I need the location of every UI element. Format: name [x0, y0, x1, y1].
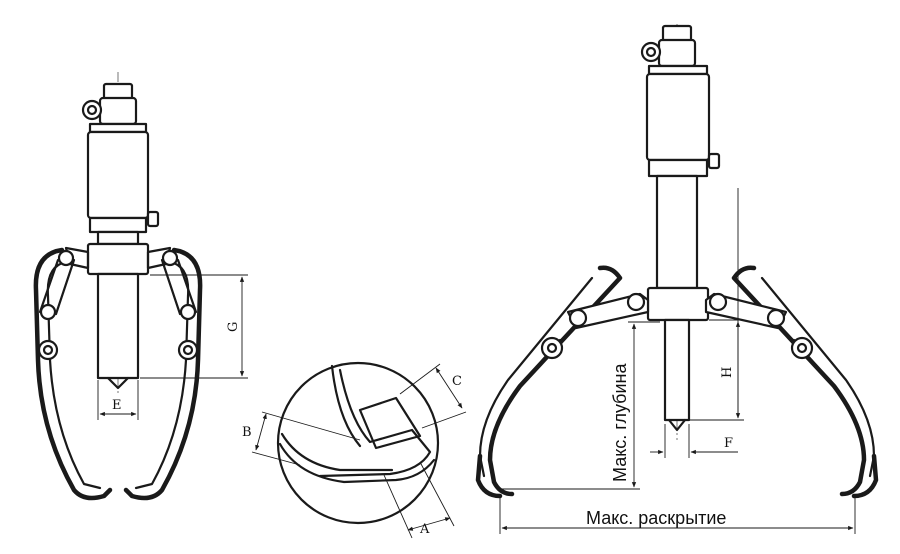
label-b: B — [242, 425, 252, 440]
label-f: F — [724, 436, 733, 451]
label-h: H — [720, 367, 735, 378]
piston-rod-right — [655, 174, 699, 290]
label-a: A — [419, 522, 430, 537]
left-jaw-outer — [33, 247, 113, 501]
jaw-tip-detail: A B C — [242, 361, 467, 539]
center-block — [86, 242, 150, 276]
label-c: C — [452, 374, 462, 389]
left-open-jaw — [487, 265, 623, 497]
piston-rod — [96, 272, 140, 380]
left-puller-view: E G — [33, 72, 248, 501]
detail-circle — [276, 361, 440, 525]
label-max-opening: Макс. раскрытие — [586, 508, 726, 528]
release-valve — [146, 210, 160, 228]
label-g: G — [226, 322, 241, 332]
label-e: E — [112, 398, 122, 413]
hydraulic-cylinder-right — [645, 72, 711, 162]
right-puller-view: H F Макс. глубина Макс. раскрытие — [475, 24, 879, 534]
label-max-depth: Макс. глубина — [610, 363, 630, 482]
right-jaw-outer — [123, 247, 203, 501]
hydraulic-cylinder — [86, 130, 150, 220]
right-open-jaw — [731, 265, 867, 497]
